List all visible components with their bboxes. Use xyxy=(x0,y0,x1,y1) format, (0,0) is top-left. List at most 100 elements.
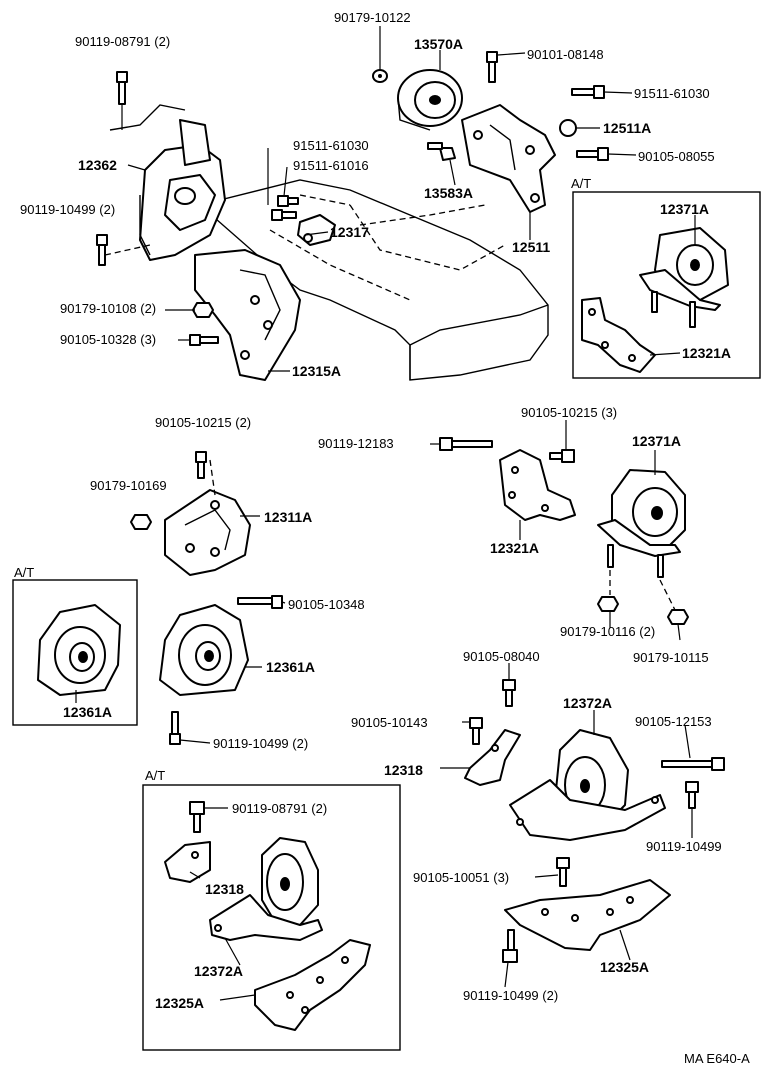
label-12311A: 12311A xyxy=(264,509,312,525)
label-90119-10499-bottom: 90119-10499 (2) xyxy=(463,988,558,1003)
part-labels: 90119-08791 (2) 12362 90119-10499 (2) 90… xyxy=(14,10,750,1066)
part-12372A-mount xyxy=(509,729,666,841)
bolt-90119-08791-top xyxy=(116,71,128,130)
bolt-90119-08791-bottom-box xyxy=(189,801,205,833)
label-90101-08148: 90101-08148 xyxy=(527,47,604,62)
label-12318-box: 12318 xyxy=(205,881,244,897)
label-12511: 12511 xyxy=(512,239,550,255)
part-12362-mount xyxy=(109,104,226,261)
label-90119-08791-bottom: 90119-08791 (2) xyxy=(232,801,327,816)
bolt-90119-12183 xyxy=(439,437,493,451)
label-12318: 12318 xyxy=(384,762,423,778)
part-12361A-box xyxy=(37,604,121,696)
label-12511A: 12511A xyxy=(603,120,651,136)
bolt-91511-61030-right xyxy=(571,85,605,99)
label-90105-12153: 90105-12153 xyxy=(635,714,712,729)
label-90105-10215-right: 90105-10215 (3) xyxy=(521,405,617,420)
part-12321A-box xyxy=(581,297,656,373)
at-box-left xyxy=(12,579,138,726)
collar-12511A xyxy=(559,119,577,137)
part-12315A-bracket xyxy=(194,249,301,381)
part-12318-box xyxy=(164,841,211,883)
label-90105-10143: 90105-10143 xyxy=(351,715,428,730)
label-90179-10122: 90179-10122 xyxy=(334,10,411,25)
bolt-90105-08040 xyxy=(502,679,516,707)
label-90119-10499-right: 90119-10499 xyxy=(646,839,722,854)
part-12361A-mount xyxy=(159,604,249,696)
label-91511-61016: 91511-61016 xyxy=(293,158,369,173)
label-90179-10169: 90179-10169 xyxy=(90,478,167,493)
label-12325A: 12325A xyxy=(600,959,649,975)
part-13570A-idler-pulley xyxy=(397,69,463,131)
bolt-90105-10143 xyxy=(469,717,483,745)
part-12325A-box xyxy=(254,939,371,1031)
bolt-90105-12153 xyxy=(661,757,725,771)
part-12318-bracket xyxy=(464,729,521,786)
part-12321A-bracket xyxy=(499,449,576,521)
label-12372A: 12372A xyxy=(563,695,612,711)
label-at-bottom: A/T xyxy=(145,768,165,783)
leader-lines xyxy=(75,26,696,1001)
label-91511-61030-right: 91511-61030 xyxy=(634,86,710,101)
label-90105-10328: 90105-10328 (3) xyxy=(60,332,156,347)
label-90179-10108: 90179-10108 (2) xyxy=(60,301,156,316)
bolt-90105-10348 xyxy=(237,595,283,609)
bolt-90105-10215-left xyxy=(195,451,216,496)
label-90119-10499-left: 90119-10499 (2) xyxy=(20,202,115,217)
bolt-90105-10328 xyxy=(189,334,219,346)
part-12371A-mount xyxy=(597,469,686,611)
bolt-90119-10499-mid xyxy=(169,711,181,745)
nut-90179-10169 xyxy=(130,514,152,530)
label-13583A: 13583A xyxy=(424,185,473,201)
label-12315A: 12315A xyxy=(292,363,341,379)
label-12321A: 12321A xyxy=(490,540,539,556)
label-90119-10499-mid: 90119-10499 (2) xyxy=(213,736,308,751)
part-12371A-box xyxy=(639,227,729,328)
label-12371A: 12371A xyxy=(632,433,681,449)
label-12361A: 12361A xyxy=(266,659,315,675)
part-12317-bracket xyxy=(297,214,336,246)
label-12362: 12362 xyxy=(78,157,117,173)
label-90105-10215-left: 90105-10215 (2) xyxy=(155,415,251,430)
label-91511-61030-mid: 91511-61030 xyxy=(293,138,369,153)
label-12372A-box: 12372A xyxy=(194,963,243,979)
label-12325A-box: 12325A xyxy=(155,995,204,1011)
bolt-91511-61016 xyxy=(277,195,299,207)
label-13570A: 13570A xyxy=(414,36,463,52)
washer-90179-10122 xyxy=(372,69,388,83)
bolt-90119-10499-bottom xyxy=(502,929,518,963)
label-90179-10116: 90179-10116 (2) xyxy=(560,624,655,639)
label-12361A-box: 12361A xyxy=(63,704,112,720)
label-12371A-box: 12371A xyxy=(660,201,709,217)
label-90179-10115: 90179-10115 xyxy=(633,650,709,665)
bolt-90105-10051 xyxy=(556,857,570,887)
bolt-90119-10499-right xyxy=(685,781,699,809)
part-12372A-box xyxy=(209,837,323,941)
at-box-bottom xyxy=(142,784,401,1051)
bolt-90119-10499-left xyxy=(96,234,151,266)
diagram-code: MA E640-A xyxy=(684,1051,750,1066)
label-at-top-right: A/T xyxy=(571,176,591,191)
bolt-91511-61030-mid xyxy=(267,148,297,221)
label-12317: 12317 xyxy=(330,224,369,240)
label-at-left: A/T xyxy=(14,565,34,580)
nut-90179-10116 xyxy=(597,596,619,612)
label-90119-12183: 90119-12183 xyxy=(318,436,394,451)
label-90105-10348: 90105-10348 xyxy=(288,597,365,612)
bolt-90105-10215-right xyxy=(549,449,575,463)
part-12511-bracket xyxy=(461,104,556,213)
nut-90179-10108 xyxy=(192,302,214,318)
part-12311A-bracket xyxy=(164,489,251,576)
label-90105-08040: 90105-08040 xyxy=(463,649,540,664)
at-box-top-right xyxy=(572,191,761,379)
bolt-13583A xyxy=(427,142,456,161)
label-90119-08791-top: 90119-08791 (2) xyxy=(75,34,170,49)
bolt-90105-08055 xyxy=(576,147,609,161)
label-90105-10051: 90105-10051 (3) xyxy=(413,870,509,885)
bolt-90101-08148 xyxy=(486,51,498,83)
label-12321A-box: 12321A xyxy=(682,345,731,361)
label-90105-08055: 90105-08055 xyxy=(638,149,715,164)
engine-block-outline xyxy=(198,179,549,381)
part-12325A-bracket xyxy=(504,879,671,951)
